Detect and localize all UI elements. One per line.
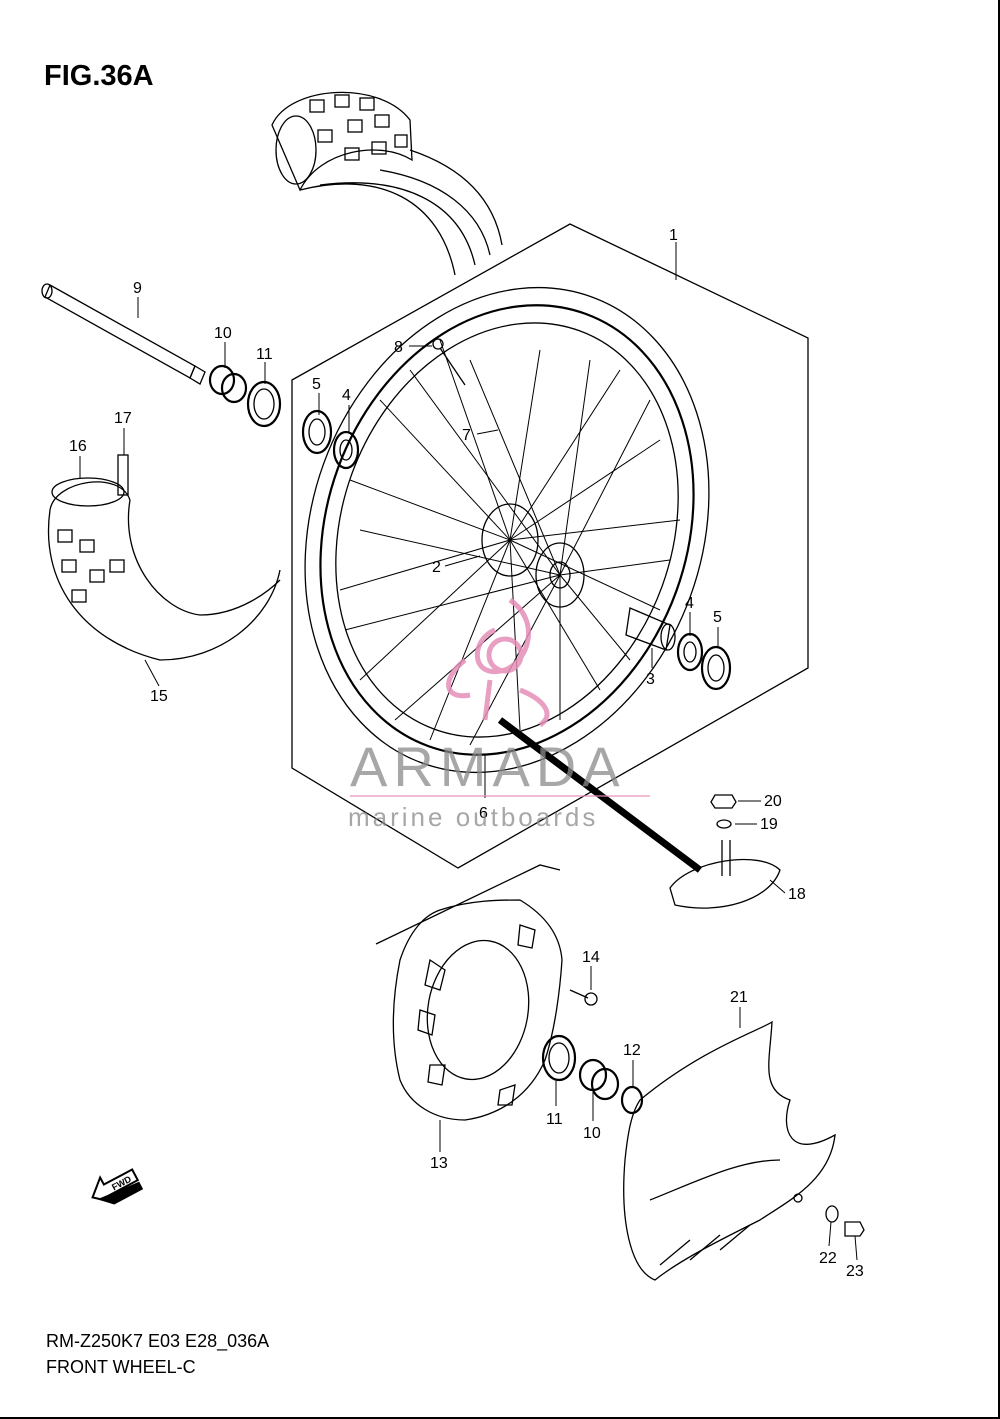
axle-spacer (625, 607, 676, 651)
watermark-brand: ARMADA (350, 735, 626, 798)
callout-19: 19 (760, 816, 778, 833)
leader-lines (79, 242, 858, 1261)
watermark-logo-icon (446, 597, 550, 728)
callout-11a: 11 (256, 346, 273, 363)
callout-23: 23 (846, 1263, 864, 1280)
callout-9: 9 (133, 280, 142, 297)
right-bearing-seal (676, 632, 732, 691)
rim-lock (669, 794, 781, 909)
watermark: ARMADA marine outboards (348, 597, 650, 832)
callout-8: 8 (394, 339, 403, 356)
inner-tube (47, 454, 281, 661)
callout-17: 17 (114, 410, 132, 427)
figure-title: FIG.36A (44, 60, 154, 92)
left-bearing-seal (301, 409, 360, 470)
disc-bolt (569, 989, 598, 1006)
callout-4b: 4 (685, 595, 694, 612)
wheel-hub (481, 503, 585, 608)
callout-15: 15 (150, 688, 168, 705)
guard-washer-bolt (825, 1205, 865, 1237)
brake-disc (392, 899, 563, 1121)
callout-12: 12 (623, 1042, 641, 1059)
callout-7: 7 (462, 427, 471, 444)
assembly-outline (291, 223, 809, 869)
spokes (339, 339, 681, 746)
callout-13: 13 (430, 1155, 448, 1172)
callout-4a: 4 (342, 387, 351, 404)
disc-plane-line (375, 864, 561, 945)
callout-1: 1 (669, 227, 678, 244)
axle-collar-upper (208, 364, 282, 428)
valve-nut (432, 338, 466, 386)
callout-14: 14 (582, 949, 600, 966)
callout-20: 20 (764, 793, 782, 810)
callout-21: 21 (730, 989, 748, 1006)
callout-6: 6 (479, 805, 488, 822)
callout-10a: 10 (214, 325, 232, 342)
front-axle (41, 283, 206, 385)
callout-2: 2 (432, 559, 441, 576)
callout-10b: 10 (583, 1125, 601, 1142)
watermark-tagline: marine outboards (348, 802, 598, 832)
disc-guard (623, 1020, 836, 1281)
callout-11b: 11 (546, 1111, 563, 1128)
figure-caption: FRONT WHEEL-C (46, 1357, 196, 1377)
callout-5a: 5 (312, 376, 321, 393)
callout-5b: 5 (713, 609, 722, 626)
model-code: RM-Z250K7 E03 E28_036A (46, 1331, 270, 1351)
front-tire (271, 91, 503, 276)
callout-22: 22 (819, 1250, 837, 1267)
lower-seal-collar (541, 1034, 644, 1115)
callout-16: 16 (69, 438, 87, 455)
callouts: 1 2 3 4 4 5 5 6 7 8 9 10 10 11 11 12 13 … (69, 227, 864, 1280)
fwd-arrow-icon: FWD (91, 1168, 144, 1205)
callout-3: 3 (646, 671, 655, 688)
callout-18: 18 (788, 886, 806, 903)
